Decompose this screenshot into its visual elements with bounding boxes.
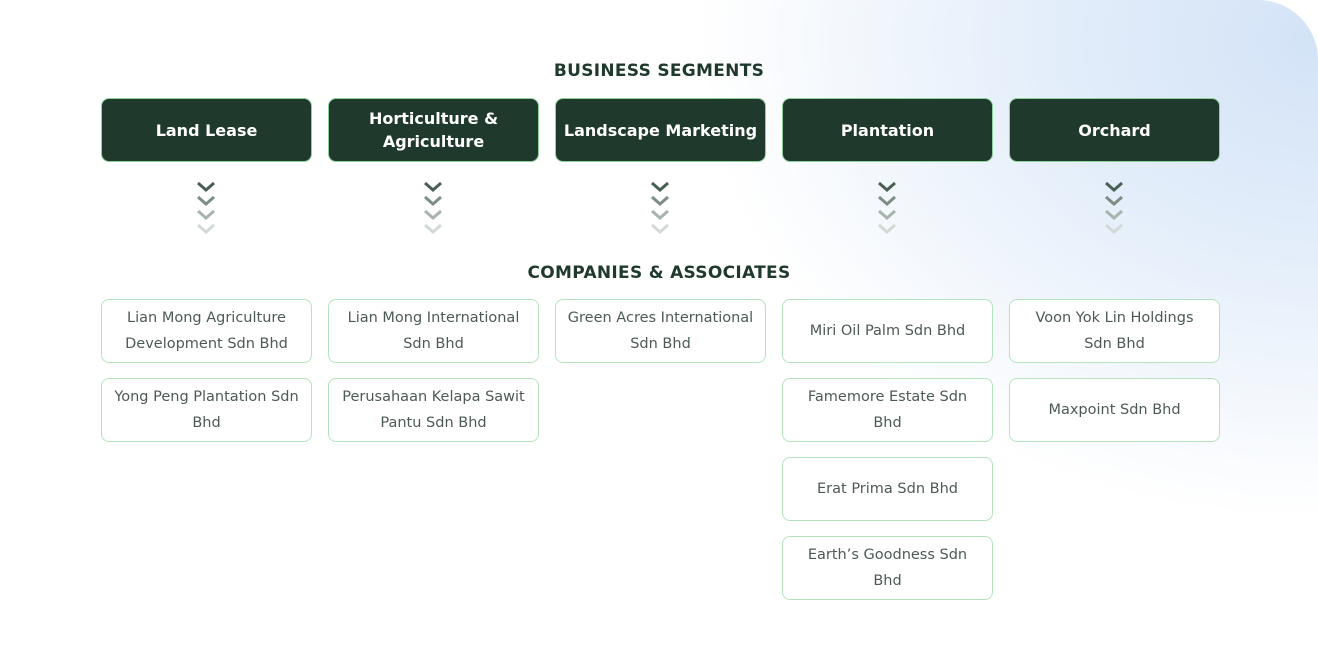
segment-box: Horticulture & Agriculture	[328, 98, 539, 162]
company-box: Erat Prima Sdn Bhd	[782, 457, 993, 521]
chevron-down-icon	[1105, 181, 1123, 234]
chevron-down-icon	[424, 181, 442, 234]
chevron-down-icon	[651, 181, 669, 234]
company-box: Lian Mong International Sdn Bhd	[328, 299, 539, 363]
business-segments-title: BUSINESS SEGMENTS	[553, 61, 765, 81]
segment-box: Plantation	[782, 98, 993, 162]
segment-box: Landscape Marketing	[555, 98, 766, 162]
company-box: Lian Mong Agriculture Development Sdn Bh…	[101, 299, 312, 363]
segment-box: Orchard	[1009, 98, 1220, 162]
chevron-down-icon	[878, 181, 896, 234]
company-box: Voon Yok Lin Holdings Sdn Bhd	[1009, 299, 1220, 363]
segment-box: Land Lease	[101, 98, 312, 162]
companies-column: Green Acres International Sdn Bhd	[555, 299, 766, 378]
company-box: Yong Peng Plantation Sdn Bhd	[101, 378, 312, 442]
company-box: Green Acres International Sdn Bhd	[555, 299, 766, 363]
company-box: Perusahaan Kelapa Sawit Pantu Sdn Bhd	[328, 378, 539, 442]
companies-associates-title: COMPANIES & ASSOCIATES	[527, 263, 791, 283]
company-box: Miri Oil Palm Sdn Bhd	[782, 299, 993, 363]
company-box: Maxpoint Sdn Bhd	[1009, 378, 1220, 442]
company-box: Earth’s Goodness Sdn Bhd	[782, 536, 993, 600]
company-box: Famemore Estate Sdn Bhd	[782, 378, 993, 442]
chevron-down-icon	[197, 181, 215, 234]
companies-column: Lian Mong Agriculture Development Sdn Bh…	[101, 299, 312, 457]
